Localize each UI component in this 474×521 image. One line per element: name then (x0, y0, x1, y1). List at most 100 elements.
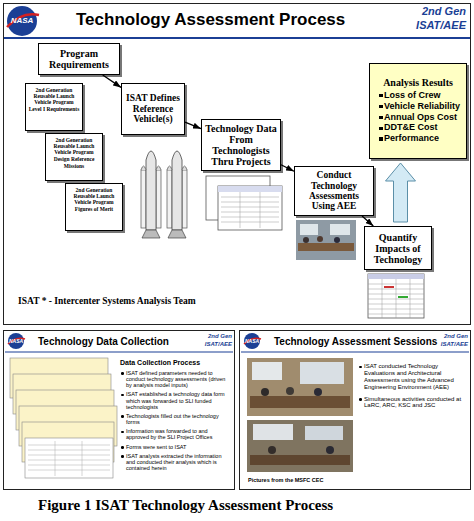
flow-arrow (185, 122, 201, 129)
document-card: 2nd Generation Reusable Launch Vehicle P… (25, 83, 83, 131)
box-label: Level I Requirements (29, 106, 80, 112)
box-label: 2nd Generation Reusable Launch Vehicle P… (48, 137, 100, 155)
nasa-logo (244, 333, 260, 349)
rocket-illustration (168, 230, 186, 238)
session-photo (298, 243, 354, 251)
figure-caption: Figure 1 ISAT Technology Assessment Proc… (38, 497, 333, 514)
flow-arrow (281, 165, 294, 171)
rocket-illustration (146, 151, 156, 230)
header-rule (5, 351, 233, 352)
box-label: Figures of Merit (75, 206, 113, 212)
bullet-text: ISAT established a technology data form … (120, 391, 230, 409)
header-rule (4, 38, 470, 39)
bullet-text: Information was forwarded to and approve… (120, 428, 230, 440)
summary-chart-thumbnail (384, 286, 394, 288)
slide-panel: Technology Assessment SessionsPictures f… (239, 330, 471, 490)
process-box: Program Requirements (38, 43, 120, 75)
form-stack (25, 438, 113, 478)
header-rule (4, 37, 470, 39)
document-card: 2nd Generation Reusable Launch Vehicle P… (65, 183, 123, 231)
header-rule (241, 351, 469, 352)
summary-chart-thumbnail (398, 296, 408, 298)
summary-chart-thumbnail (368, 274, 424, 318)
program-tag: 2nd Gen (400, 5, 466, 17)
flow-arrow (103, 75, 121, 87)
box-label: ISAT Defines Reference Vehicle(s) (124, 93, 182, 124)
session-photo (300, 362, 344, 384)
process-box: ISAT Defines Reference Vehicle(s) (121, 83, 185, 135)
slide-title: Technology Assessment Process (76, 10, 386, 30)
rocket-illustration (167, 170, 172, 228)
program-tag: 2nd Gen (426, 333, 468, 339)
slide-title: Technology Assessment Sessions (274, 336, 454, 347)
result-item: Annual Ops Cost (378, 113, 457, 123)
slide-title: Technology Data Collection (38, 336, 208, 347)
bullet-text: Simultaneous activities conducted at LaR… (358, 396, 466, 410)
nasa-logo (8, 338, 25, 344)
data-form-thumbnail (218, 186, 282, 230)
rocket-illustration (141, 166, 161, 170)
nasa-logo (244, 338, 261, 344)
session-photo (300, 224, 318, 235)
bullet-text: Forms were sent to ISAT (120, 444, 230, 450)
box-label: Quantify Impacts of Technology (367, 232, 429, 265)
block-arrow (386, 163, 416, 222)
nasa-logo (7, 14, 39, 27)
session-photo (247, 358, 353, 416)
result-item: Performance (378, 134, 439, 144)
slide-panel: Technology Data CollectionData Collectio… (3, 330, 235, 490)
session-photo (334, 237, 340, 243)
slide-panel: Technology Assessment ProcessISAT * - In… (3, 3, 471, 325)
program-tag: ISAT/AEE (426, 341, 468, 347)
session-photo (252, 362, 282, 380)
header-rule (5, 352, 233, 353)
bullet-text: ISAT analysts extracted the information … (120, 453, 230, 471)
results-heading: Analysis Results (383, 77, 453, 88)
session-photo (326, 446, 334, 454)
text-column: ISAT conducted Technology Evaluations an… (358, 363, 466, 414)
summary-chart-thumbnail (368, 279, 424, 318)
section-heading: Data Collection Process (120, 359, 230, 366)
rocket-illustration (182, 170, 187, 228)
box-label: Technology Data From Technologists Thru … (204, 123, 278, 167)
session-photo (253, 424, 293, 440)
photo-caption: Pictures from the MSFC CEC (248, 477, 358, 483)
box-label: Conduct Technology Assessments Using AEE (297, 170, 371, 212)
nasa-logo (7, 6, 37, 36)
rocket-illustration (156, 170, 161, 228)
rocket-illustration (141, 151, 161, 238)
result-item: Vehicle Reliability (378, 102, 460, 112)
logo-text: NASA (7, 16, 37, 25)
form-stack (28, 441, 110, 476)
summary-chart-thumbnail (368, 274, 424, 318)
session-photo (268, 446, 276, 454)
result-item: DDT&E Cost (378, 123, 438, 133)
text-column: Data Collection ProcessISAT defined para… (120, 359, 230, 474)
box-label: 2nd Generation Reusable Launch Vehicle P… (28, 87, 80, 105)
session-photo (261, 388, 269, 396)
bullet-text: Technologists filled out the technology … (120, 413, 230, 425)
box-label: Program Requirements (41, 48, 117, 70)
rocket-illustration (167, 166, 187, 170)
flow-arrow (362, 216, 373, 226)
logo-text: NASA (7, 338, 25, 344)
summary-chart-thumbnail (368, 274, 424, 279)
document-card: 2nd Generation Reusable Launch Vehicle P… (45, 133, 103, 181)
program-tag: ISAT/AEE (400, 19, 466, 31)
program-tag: ISAT/AEE (190, 341, 232, 347)
process-box: Technology Data From Technologists Thru … (201, 119, 281, 171)
bullet-text: ISAT conducted Technology Evaluations an… (358, 363, 466, 391)
data-form-thumbnail (221, 192, 279, 228)
nasa-logo (7, 6, 39, 36)
session-photo (250, 455, 350, 465)
session-photo (250, 396, 350, 408)
bullet-text: ISAT defined parameters needed to conduc… (120, 370, 230, 388)
rocket-illustration (141, 170, 146, 228)
data-form-thumbnail (206, 176, 282, 230)
nasa-logo (244, 333, 261, 349)
session-photo (314, 388, 322, 396)
process-box: Conduct Technology Assessments Using AEE (294, 166, 374, 216)
nasa-logo (8, 333, 24, 349)
nasa-logo (8, 333, 25, 349)
